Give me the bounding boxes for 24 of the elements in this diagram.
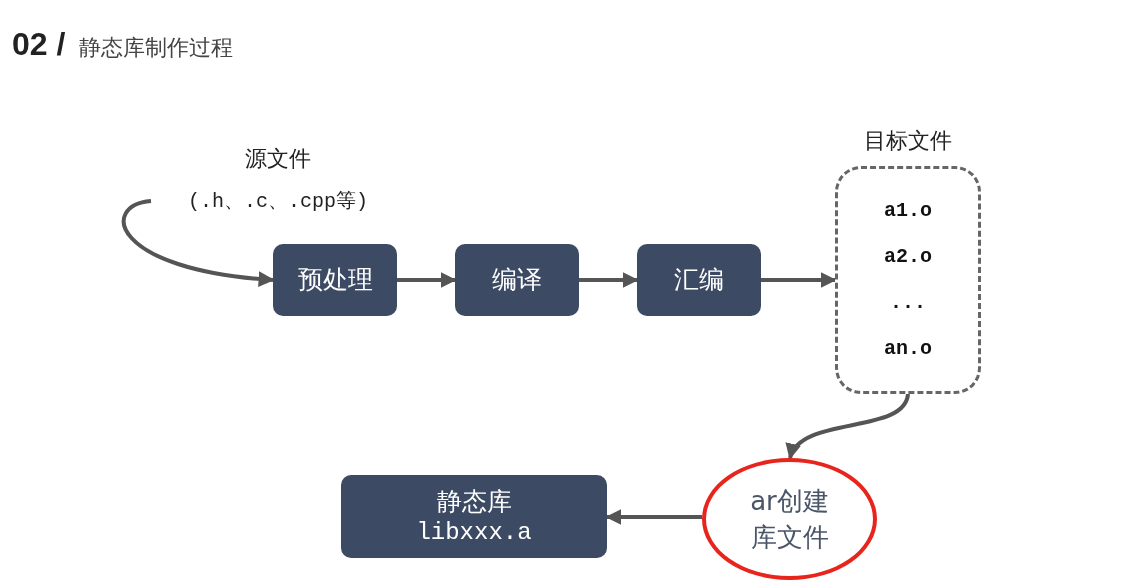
title: 02 / 静态库制作过程 [12,25,234,64]
file-name: ... [890,291,926,315]
arrow [122,199,275,287]
process-box [637,244,761,316]
file-name: a1.o [884,199,932,223]
node-text: libxxx.a [416,517,532,548]
arrow [397,272,457,288]
process-box [455,244,579,316]
process-box [273,244,397,316]
arrow [579,272,639,288]
node-text: (.h、.c、.cpp等) [187,189,369,215]
node-text: 汇编 [674,264,724,296]
arrow [605,509,702,525]
node-text: 预处理 [297,264,373,296]
arrow [761,272,837,288]
node-text: 编译 [492,264,542,296]
node-text: ar创建库文件 [749,485,830,554]
node-heading: 源文件 [245,145,311,173]
file-name: an.o [884,337,932,361]
file-name: a2.o [884,245,932,269]
process-box [341,475,607,558]
node-heading: 目标文件 [864,127,952,155]
arrow [788,393,910,460]
node-text: 静态库 [436,485,512,518]
